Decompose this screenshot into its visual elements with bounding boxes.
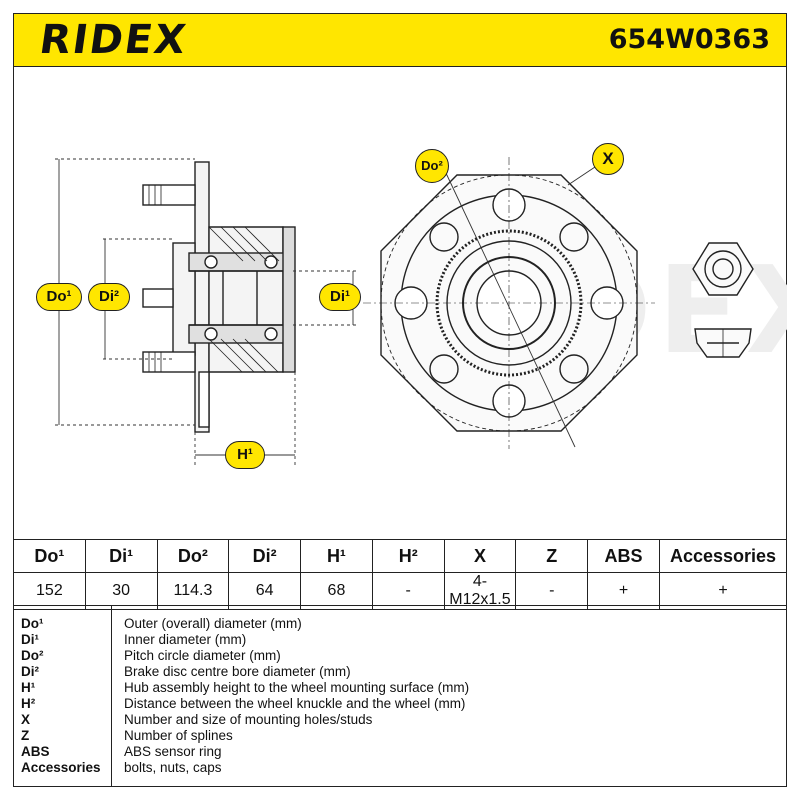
spec-header-cell: X [443, 539, 517, 573]
spec-value-cell: - [371, 572, 445, 610]
legend-item: ABS ABS sensor ring [13, 744, 787, 760]
legend-desc: ABS sensor ring [124, 744, 222, 759]
legend-code: Di² [21, 664, 39, 679]
spec-header-cell: H² [371, 539, 445, 573]
legend-item: Z Number of splines [13, 728, 787, 744]
spec-value-cell: 114.3 [156, 572, 230, 610]
legend-item: Do² Pitch circle diameter (mm) [13, 648, 787, 664]
legend-item: H² Distance between the wheel knuckle an… [13, 696, 787, 712]
legend-desc: Brake disc centre bore diameter (mm) [124, 664, 351, 679]
spec-header-row: Do¹ Di¹ Do² Di² H¹ H² X Z ABS Accessorie… [13, 539, 787, 573]
legend-code: H¹ [21, 680, 36, 695]
spec-value-cell: 64 [228, 572, 302, 610]
legend-item: Do¹ Outer (overall) diameter (mm) [13, 616, 787, 632]
header-bar: RIDEX 654W0363 [13, 13, 787, 67]
callout-di1: Di¹ [319, 283, 361, 311]
legend-desc: Number of splines [124, 728, 233, 743]
legend-code: X [21, 712, 31, 727]
legend-item: Di² Brake disc centre bore diameter (mm) [13, 664, 787, 680]
legend-divider [111, 606, 112, 786]
legend-desc: Outer (overall) diameter (mm) [124, 616, 302, 631]
callout-di2: Di² [88, 283, 130, 311]
legend-panel: Do¹ Outer (overall) diameter (mm) Di¹ In… [13, 605, 787, 787]
hub-front-view [363, 157, 655, 449]
legend-item: H¹ Hub assembly height to the wheel moun… [13, 680, 787, 696]
legend-code: Accessories [21, 760, 101, 775]
legend-code: Z [21, 728, 30, 743]
wheel-nut-side-view [694, 328, 752, 358]
legend-code: Do² [21, 648, 44, 663]
legend-item: X Number and size of mounting holes/stud… [13, 712, 787, 728]
spec-header-cell: Z [515, 539, 589, 573]
legend-desc: Hub assembly height to the wheel mountin… [124, 680, 470, 695]
legend-desc: Number and size of mounting holes/studs [124, 712, 373, 727]
spec-value-cell: 30 [84, 572, 158, 610]
legend-item: Accessories bolts, nuts, caps [13, 760, 787, 776]
hub-side-section [142, 161, 296, 433]
legend-desc: bolts, nuts, caps [124, 760, 222, 775]
legend-desc: Distance between the wheel knuckle and t… [124, 696, 466, 711]
spec-header-cell: Accessories [659, 539, 787, 573]
spec-value-cell: - [515, 572, 589, 610]
spec-header-cell: ABS [587, 539, 660, 573]
legend-code: ABS [21, 744, 50, 759]
spec-header-cell: Do¹ [13, 539, 86, 573]
legend-item: Di¹ Inner diameter (mm) [13, 632, 787, 648]
callout-x: X [592, 143, 624, 175]
wheel-nut-top-view [692, 242, 754, 296]
spec-header-cell: H¹ [300, 539, 373, 573]
legend-code: H² [21, 696, 36, 711]
technical-drawing: RIDEX [13, 67, 787, 538]
callout-h1: H¹ [225, 441, 265, 469]
callout-do1: Do¹ [36, 283, 82, 311]
spec-value-row: 152 30 114.3 64 68 - 4-M12x1.5 - + + [13, 572, 787, 610]
spec-table: Do¹ Di¹ Do² Di² H¹ H² X Z ABS Accessorie… [13, 539, 787, 610]
spec-header-cell: Do² [156, 539, 230, 573]
brand-logo: RIDEX [36, 17, 191, 63]
legend-code: Di¹ [21, 632, 39, 647]
callout-do2: Do² [415, 149, 449, 183]
spec-value-cell: 4-M12x1.5 [443, 572, 517, 610]
part-number: 654W0363 [608, 24, 770, 55]
spec-value-cell: 68 [300, 572, 373, 610]
spec-value-cell: + [587, 572, 660, 610]
legend-code: Do¹ [21, 616, 44, 631]
spec-value-cell: 152 [13, 572, 86, 610]
legend-desc: Inner diameter (mm) [124, 632, 247, 647]
spec-header-cell: Di² [228, 539, 302, 573]
spec-header-cell: Di¹ [84, 539, 158, 573]
drawing-canvas: RIDEX [55, 157, 787, 467]
spec-value-cell: + [659, 572, 787, 610]
legend-desc: Pitch circle diameter (mm) [124, 648, 281, 663]
